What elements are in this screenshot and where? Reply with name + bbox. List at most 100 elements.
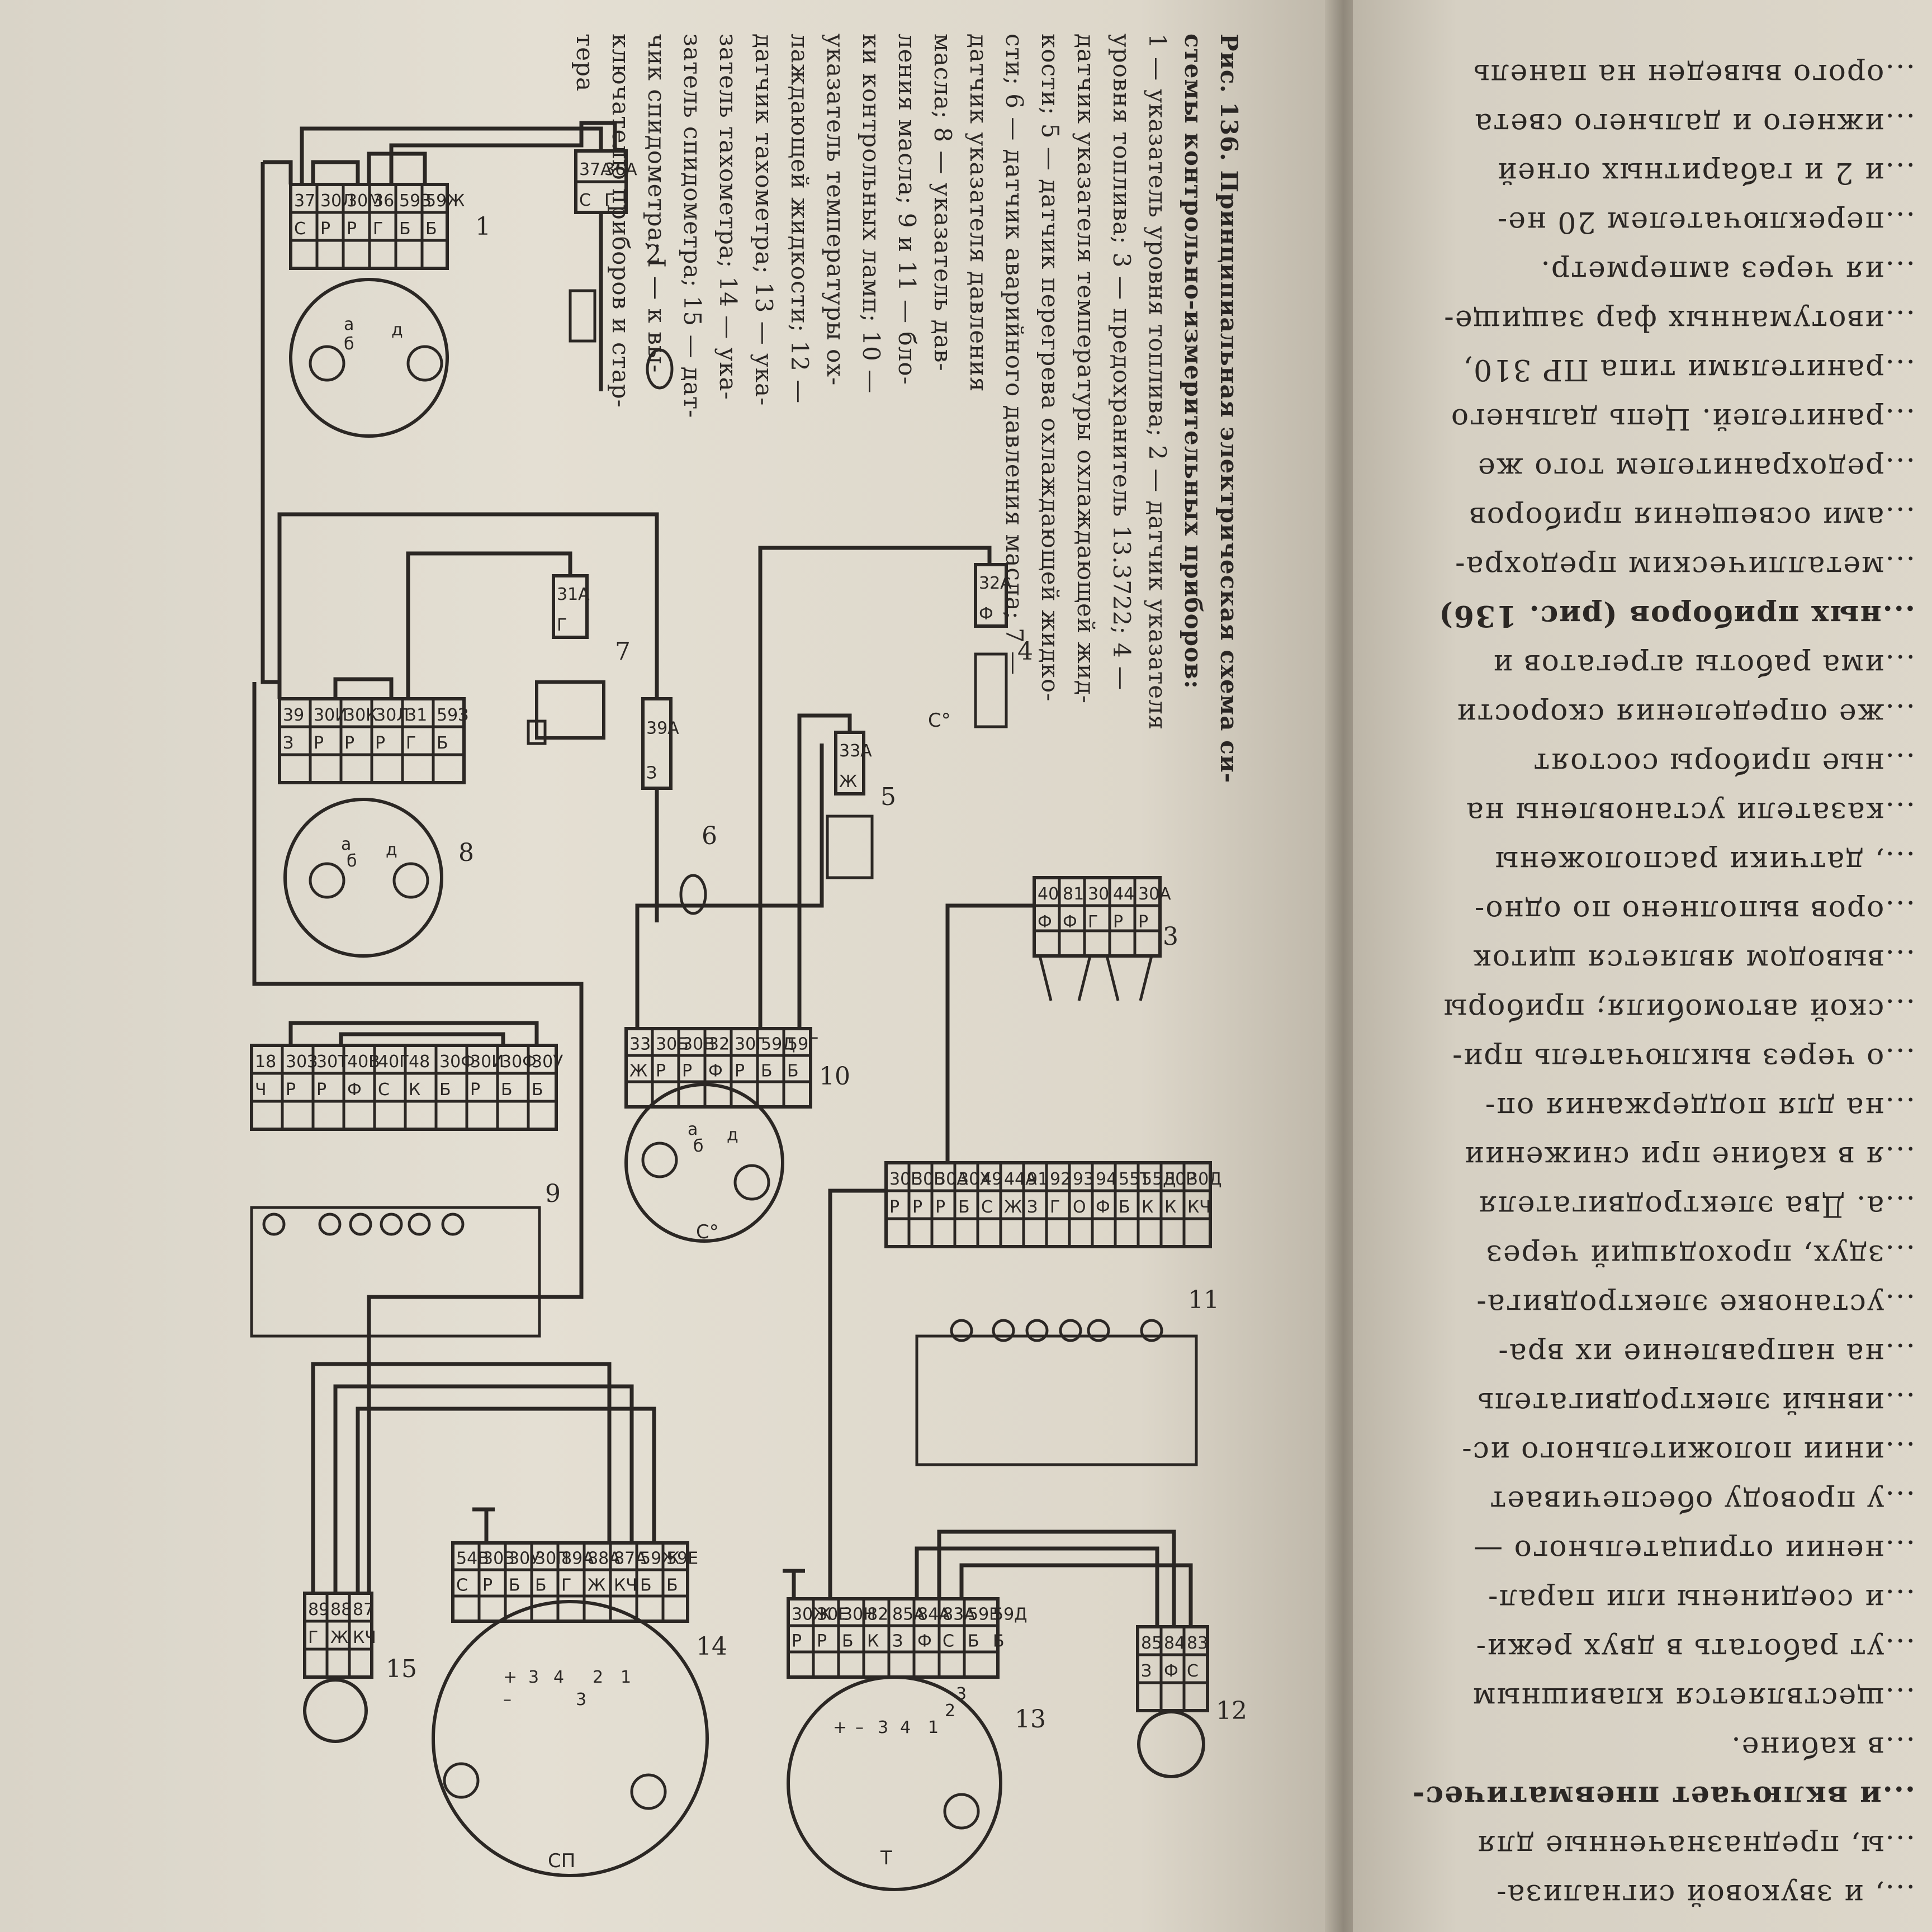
block9-terminal-color: Б: [439, 1080, 451, 1100]
block9-terminal-id: 18: [255, 1052, 276, 1072]
block11-terminal-color: Г: [1050, 1197, 1060, 1217]
caption-title-2: стемы контрольно-измерительных приборов:: [1180, 34, 1207, 689]
text-line: ...редохранителем того же: [1477, 451, 1915, 485]
pin-label: а: [344, 315, 354, 334]
block9-terminal-color: К: [409, 1080, 420, 1100]
text-line: ...инии положительного ис-: [1461, 1435, 1915, 1469]
block1-terminal-color: Б: [399, 219, 411, 239]
caption-line: датчик указателя давления: [965, 34, 992, 392]
block11-terminal-color: З: [1027, 1197, 1038, 1217]
label-2: 2: [646, 240, 661, 269]
pin-label: 2: [945, 1701, 955, 1721]
text-line: ...ные приборы состоят: [1532, 746, 1915, 780]
block3-terminal-color: Ф: [1038, 912, 1052, 932]
block13-terminal-color: Б: [842, 1631, 854, 1651]
block14-terminal-color: КЧ: [614, 1575, 637, 1595]
text-line: ...же определения скорости: [1455, 697, 1915, 731]
text-line: ...и соединены или парал-: [1486, 1583, 1915, 1616]
text-line: ...здух, проходящий через: [1485, 1238, 1915, 1272]
label-7: 7: [615, 637, 631, 666]
label-6: 6: [702, 822, 717, 850]
block1-terminal-id: 37: [294, 191, 315, 211]
caption-line: ключателю приборов и стар-: [607, 34, 634, 408]
block3-terminal-color: Г: [1088, 912, 1098, 932]
block9-terminal-id: 30Т: [316, 1052, 348, 1072]
text-line: ...ия через амперметр.: [1540, 254, 1915, 288]
caption-line: масла; 8 — указатель дав-: [929, 34, 956, 372]
block9-terminal-color: Б: [532, 1080, 543, 1100]
block12-terminal-color: Ф: [1164, 1661, 1178, 1681]
label-12: 12: [1216, 1697, 1247, 1725]
block10-terminal-id: 30Б: [656, 1034, 689, 1054]
block9-terminal-color: С: [378, 1080, 390, 1100]
block11-terminal-id: 30Х: [958, 1169, 991, 1189]
block11-terminal-color: К: [1164, 1197, 1176, 1217]
block13-terminal-color: Р: [792, 1631, 802, 1651]
block9-terminal-color: Р: [470, 1080, 480, 1100]
coolant-temp-sender-4: С° 4: [928, 563, 1033, 732]
block11-terminal-id: 30А: [935, 1169, 968, 1189]
block13-terminal-id: 83А: [943, 1604, 976, 1624]
caption-line: тера: [571, 34, 599, 92]
figure-caption: Рис. 136. Принципиальная электрическая с…: [571, 34, 1247, 1219]
pin-label: д: [727, 1125, 738, 1145]
label-11: 11: [1188, 1286, 1219, 1314]
right-page-text: ..., и звуковой сигнализа-...ы, предназн…: [1353, 0, 1932, 1932]
label-4: 4: [1017, 637, 1033, 666]
block11-terminal-color: О: [1073, 1197, 1086, 1217]
block3-terminal-id: 30А: [1138, 884, 1171, 904]
block9-terminal-id: 30И: [470, 1052, 504, 1072]
block14-terminal-color: Б: [666, 1575, 678, 1595]
block13-terminal-color: Б: [968, 1631, 979, 1651]
temp-10-label: С°: [696, 1221, 719, 1243]
block1-terminal-id: 30Л: [320, 191, 354, 211]
block2-terminal-color: С: [579, 191, 591, 210]
fuse-block-3: 3: [1033, 876, 1178, 1001]
pin-label: 3: [956, 1684, 967, 1704]
text-line: ..., и звуковой сигнализа-: [1495, 1878, 1915, 1911]
block8-terminal-id: 30И: [314, 705, 348, 725]
block3-terminal-id: 44: [1113, 884, 1134, 904]
text-line: ..., датчики расположены: [1494, 845, 1915, 878]
block10-terminal-id: 30В: [682, 1034, 715, 1054]
block9-terminal-id: 30Ф: [439, 1052, 475, 1072]
block14-terminal-id: 30У: [509, 1549, 540, 1568]
pin-label: 3: [528, 1668, 539, 1687]
block12-terminal-color: З: [1141, 1661, 1152, 1681]
text-line: ...ивный электродвигатель: [1476, 1386, 1915, 1419]
block11-terminal-id: 93: [1073, 1169, 1094, 1189]
block13-terminal-id: 85А: [892, 1604, 925, 1624]
block11-terminal-color: КЧ: [1187, 1197, 1211, 1217]
caption-title-1: Рис. 136. Принципиальная электрическая с…: [1215, 34, 1243, 784]
block13-terminal-id: 30Ж: [792, 1604, 831, 1624]
block14-terminal-id: 54В: [456, 1549, 489, 1568]
block13-terminal-id: 30Е: [817, 1604, 849, 1624]
block7-terminal-color: Г: [557, 615, 567, 635]
caption-line: ления масла; 9 и 11 — бло-: [893, 34, 921, 385]
block4-terminal-color: Ф: [979, 604, 993, 624]
text-line: ...ществляется клавишным: [1471, 1681, 1915, 1715]
label-8: 8: [458, 839, 474, 867]
block11-terminal-id: 92: [1050, 1169, 1071, 1189]
block15-terminal-id: 89: [308, 1600, 329, 1620]
label-5: 5: [880, 783, 896, 811]
text-line: ...има работы агрегатов и: [1492, 648, 1915, 681]
block11-terminal-id: 44А: [1004, 1169, 1037, 1189]
block3-terminal-id: 81: [1063, 884, 1084, 904]
block10-terminal-color: Б: [761, 1061, 773, 1081]
text-line: ...я в кабине при снижении: [1463, 1140, 1915, 1173]
block5-terminal-id: 33А: [839, 741, 872, 761]
pin-label: д: [391, 320, 403, 340]
block13-terminal-id: 82: [867, 1604, 888, 1624]
text-line: ...ами освещения приборов: [1468, 500, 1915, 534]
block9-terminal-id: 40В: [347, 1052, 380, 1072]
speedo-sender-15: 15: [303, 1592, 417, 1743]
oil-pressure-gauge-8: 8: [278, 697, 474, 958]
block11-terminal-color: Ж: [1004, 1197, 1022, 1217]
block14-terminal-color: С: [456, 1575, 468, 1595]
fuel-gauge-1: 1: [289, 183, 491, 438]
fuel-sender-2: 2: [569, 149, 674, 391]
caption-line: затель спидометра; 15 — дат-: [679, 34, 706, 419]
block11-terminal-id: 30Б: [912, 1169, 945, 1189]
block11-terminal-id: 30Р: [1164, 1169, 1196, 1189]
